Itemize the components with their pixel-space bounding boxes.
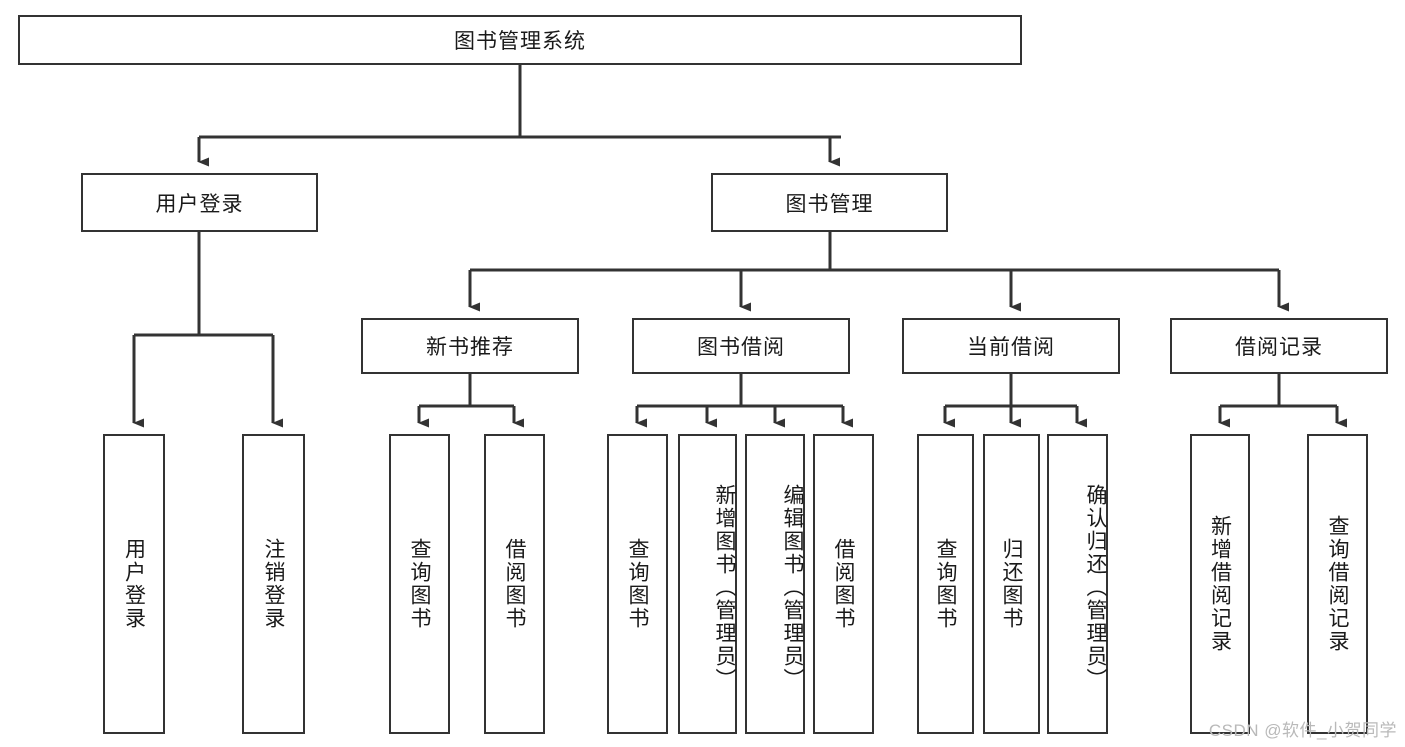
node-label: 图书借阅	[697, 336, 785, 359]
leaf-user-login[interactable]: 用户登录	[103, 434, 165, 734]
node-label: 查询图书	[626, 538, 649, 630]
leaf-query-books-current[interactable]: 查询图书	[917, 434, 974, 734]
node-current-borrow[interactable]: 当前借阅	[902, 318, 1120, 374]
node-label: 注销登录	[262, 538, 285, 630]
node-label: 归还图书	[1000, 538, 1023, 630]
leaf-borrow-books-recommend[interactable]: 借阅图书	[484, 434, 545, 734]
node-label: 借阅图书	[503, 538, 526, 630]
node-book-management[interactable]: 图书管理	[711, 173, 948, 232]
leaf-edit-book-admin[interactable]: 编辑图书（管理员）	[745, 434, 805, 734]
node-label: 查询图书	[934, 538, 957, 630]
leaf-query-books-borrow[interactable]: 查询图书	[607, 434, 668, 734]
node-root[interactable]: 图书管理系统	[18, 15, 1022, 65]
leaf-confirm-return-admin[interactable]: 确认归还（管理员）	[1047, 434, 1108, 734]
node-label: 图书管理	[785, 192, 874, 216]
node-new-book-recommend[interactable]: 新书推荐	[361, 318, 579, 374]
node-user-login[interactable]: 用户登录	[81, 173, 318, 232]
node-label: 用户登录	[155, 192, 244, 216]
node-book-borrow[interactable]: 图书借阅	[632, 318, 850, 374]
node-label: 借阅记录	[1235, 336, 1323, 359]
node-label: 当前借阅	[967, 336, 1055, 359]
leaf-add-book-admin[interactable]: 新增图书（管理员）	[678, 434, 737, 734]
node-label: 查询图书	[408, 538, 431, 630]
node-label: 新书推荐	[426, 336, 514, 359]
leaf-return-books[interactable]: 归还图书	[983, 434, 1040, 734]
leaf-query-borrow-record[interactable]: 查询借阅记录	[1307, 434, 1368, 734]
node-label: 图书管理系统	[454, 30, 586, 53]
node-label: 新增图书（管理员）	[713, 483, 736, 691]
node-label: 编辑图书（管理员）	[781, 483, 804, 691]
node-borrow-records[interactable]: 借阅记录	[1170, 318, 1388, 374]
leaf-logout[interactable]: 注销登录	[242, 434, 305, 734]
leaf-add-borrow-record[interactable]: 新增借阅记录	[1190, 434, 1250, 734]
node-label: 查询借阅记录	[1326, 515, 1349, 653]
leaf-query-books-recommend[interactable]: 查询图书	[389, 434, 450, 734]
node-label: 借阅图书	[832, 538, 855, 630]
node-label: 用户登录	[122, 538, 146, 630]
watermark: CSDN @软件_小贺同学	[1208, 721, 1397, 740]
node-label: 确认归还（管理员）	[1084, 483, 1107, 691]
leaf-borrow-books[interactable]: 借阅图书	[813, 434, 874, 734]
node-label: 新增借阅记录	[1208, 515, 1232, 653]
